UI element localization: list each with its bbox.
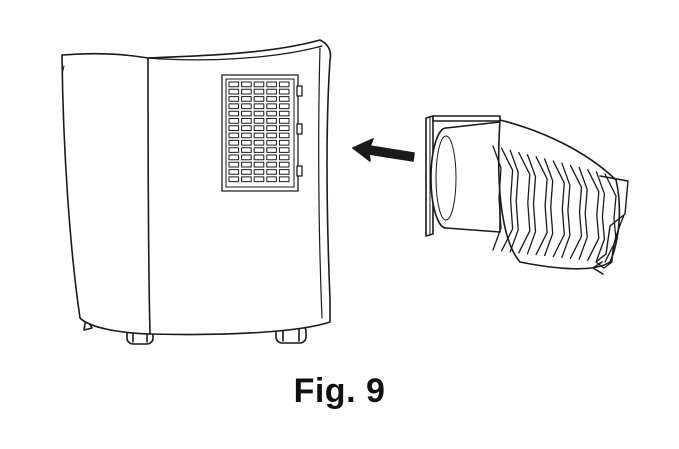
grille-slot bbox=[253, 81, 265, 88]
grille-slot bbox=[253, 161, 265, 168]
grille-slot bbox=[228, 169, 240, 175]
grille-slot bbox=[228, 88, 240, 95]
insertion-arrow bbox=[352, 138, 415, 162]
grille-slot bbox=[241, 161, 252, 168]
hose-rib bbox=[552, 160, 565, 258]
grille-slot bbox=[241, 96, 252, 102]
grille-slot bbox=[241, 147, 252, 153]
grille-slot bbox=[228, 132, 240, 139]
grille-slot bbox=[253, 96, 265, 102]
grille-slot bbox=[278, 96, 290, 102]
hose-rib bbox=[561, 162, 571, 259]
grille-slot bbox=[241, 154, 252, 161]
grille-slot bbox=[278, 176, 290, 183]
grille-slot bbox=[253, 154, 265, 161]
grille-slot bbox=[228, 147, 240, 153]
hose-rib bbox=[535, 156, 548, 256]
grille-slot bbox=[253, 132, 265, 139]
grille-slot bbox=[241, 110, 252, 117]
grille-slot bbox=[278, 161, 290, 168]
hose-rib bbox=[587, 169, 600, 261]
grille-slot bbox=[253, 103, 265, 110]
grille-slot bbox=[266, 118, 277, 124]
grille-slot bbox=[228, 118, 240, 124]
grille-slot bbox=[266, 103, 277, 110]
hose-rib bbox=[578, 166, 588, 260]
grille-slot bbox=[241, 176, 252, 183]
unit-front-edge bbox=[147, 57, 151, 335]
grille-slot bbox=[266, 88, 277, 95]
grille-slot bbox=[266, 161, 277, 168]
grille-slot bbox=[266, 96, 277, 102]
grille-slot bbox=[253, 147, 265, 153]
grille-slot bbox=[241, 88, 252, 95]
grille-slot bbox=[278, 88, 290, 95]
grille-slot bbox=[278, 125, 290, 132]
hose-rib bbox=[526, 153, 537, 255]
grille-slot bbox=[278, 81, 290, 88]
hose-rib bbox=[569, 164, 583, 259]
grille-slot bbox=[228, 161, 240, 168]
grille-slot bbox=[241, 118, 252, 124]
hose-rib bbox=[544, 158, 554, 257]
grille-slot bbox=[228, 154, 240, 161]
grille-slot bbox=[278, 154, 290, 161]
grille-slot bbox=[241, 169, 252, 175]
grille-slot bbox=[228, 139, 240, 146]
grille-slot bbox=[266, 125, 277, 132]
grille-slot bbox=[228, 125, 240, 132]
grille-slot bbox=[266, 110, 277, 117]
grille-slot bbox=[278, 169, 290, 175]
grille-slot bbox=[228, 110, 240, 117]
grille-slot bbox=[266, 139, 277, 146]
grille-slot bbox=[228, 103, 240, 110]
hose-rib bbox=[500, 147, 514, 252]
grille-slot bbox=[278, 132, 290, 139]
exhaust-hose-assembly bbox=[425, 115, 629, 275]
grille-slot bbox=[266, 154, 277, 161]
hose-rib bbox=[604, 173, 617, 263]
grille-slot bbox=[266, 176, 277, 183]
grille-slot bbox=[228, 96, 240, 102]
grille-slot bbox=[253, 125, 265, 132]
grille-slot bbox=[253, 169, 265, 175]
hose-end bbox=[595, 175, 629, 269]
grille-slot bbox=[278, 139, 290, 146]
grille-slot bbox=[241, 139, 252, 146]
grille-slot bbox=[278, 147, 290, 153]
grille-slot bbox=[278, 118, 290, 124]
grille-slot bbox=[241, 125, 252, 132]
hose-rib bbox=[492, 145, 502, 251]
hose-rib bbox=[595, 171, 606, 262]
grille-slot bbox=[253, 176, 265, 183]
grille-slot bbox=[266, 147, 277, 153]
hose-adapter-collar bbox=[430, 121, 501, 233]
grille-slot bbox=[228, 81, 240, 88]
grille-slot bbox=[278, 110, 290, 117]
grille-slot bbox=[228, 176, 240, 183]
figure-caption: Fig. 9 bbox=[293, 372, 386, 410]
grille-slot bbox=[278, 103, 290, 110]
hose-rib bbox=[509, 149, 519, 253]
grille-slot bbox=[266, 169, 277, 175]
grille-slot bbox=[266, 132, 277, 139]
grille-slot bbox=[241, 132, 252, 139]
air-intake-grille bbox=[221, 74, 303, 192]
grille-slot bbox=[241, 103, 252, 110]
grille-slot bbox=[253, 139, 265, 146]
grille-slot bbox=[241, 81, 252, 88]
hose-rib bbox=[518, 151, 531, 254]
grille-slot bbox=[253, 88, 265, 95]
grille-slot bbox=[253, 118, 265, 124]
grille-slot bbox=[253, 110, 265, 117]
grille-slot bbox=[266, 81, 277, 88]
exhaust-hose bbox=[492, 119, 629, 275]
